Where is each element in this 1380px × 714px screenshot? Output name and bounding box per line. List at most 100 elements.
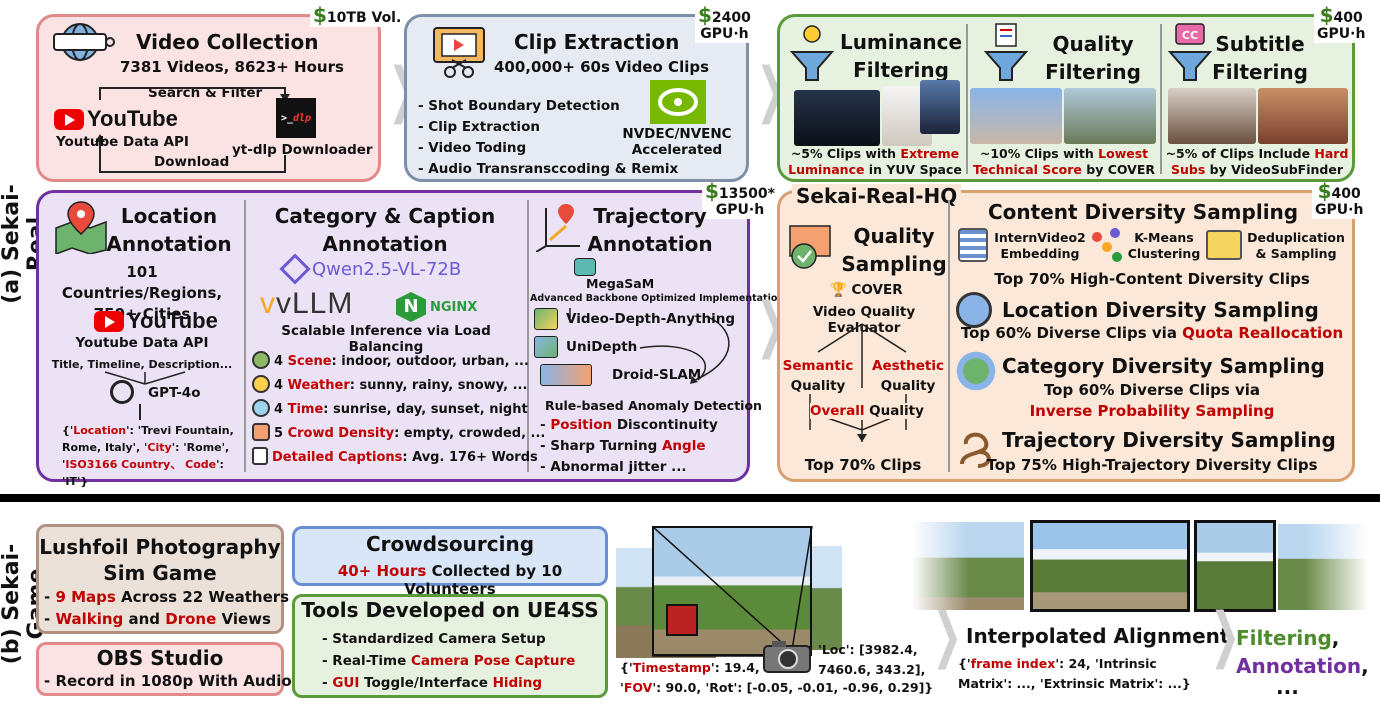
camera-data-left: {'Timestamp': 19.4, 'FOV': 90.0, 'Rot': … bbox=[620, 660, 934, 695]
camera-data-right: 'Loc': [3982.4,7460.6, 343.2], bbox=[818, 642, 926, 677]
model-unidepth: UniDepth bbox=[566, 339, 638, 355]
annotation-cost: $13500*GPU·h bbox=[702, 181, 778, 219]
divider bbox=[966, 24, 968, 174]
luminance-funnel-icon bbox=[789, 25, 835, 81]
backbone-label: Advanced Backbone Optimized Implementati… bbox=[530, 293, 785, 304]
subtitle-sample-image bbox=[1168, 88, 1256, 144]
overall-quality: Overall Quality bbox=[810, 403, 924, 419]
video-collection-cost: $10TB Vol. bbox=[310, 3, 405, 27]
megasam-label: MegaSaM bbox=[586, 276, 655, 291]
sekai-game-label: (b) Sekai-Game bbox=[0, 543, 49, 665]
list-item: 4 Scene: indoor, outdoor, urban, ... bbox=[252, 350, 545, 374]
clock-icon bbox=[252, 399, 270, 417]
list-item: - Walking and Drone Views bbox=[44, 610, 271, 628]
youtube-logo: YouTube bbox=[94, 308, 218, 334]
network-globe-icon bbox=[956, 292, 992, 328]
youtube-api-label: Youtube Data API bbox=[75, 335, 209, 351]
luminance-sample-image bbox=[920, 80, 960, 134]
list-item: - Audio Transransccoding & Remix bbox=[418, 161, 679, 177]
quality-sample-image bbox=[970, 88, 1062, 144]
vllm-logo: vvLLM bbox=[260, 287, 354, 320]
interpolated-frame bbox=[1194, 520, 1276, 612]
model-flow bbox=[569, 308, 730, 384]
sekai-real-label: (a) Sekai-Real bbox=[0, 184, 49, 304]
lushfoil-panel bbox=[36, 524, 284, 634]
nginx-logo: N NGINX bbox=[396, 292, 477, 322]
clip-extraction-title: Clip Extraction bbox=[514, 30, 680, 54]
interpolated-frame bbox=[912, 522, 1024, 610]
scene-icon bbox=[252, 351, 270, 369]
youtube-play-icon bbox=[94, 310, 124, 332]
list-item: 4 Weather: sunny, rainy, snowy, ... bbox=[252, 374, 545, 398]
divider bbox=[244, 200, 246, 472]
interpolated-alignment-title: Interpolated Alignment bbox=[966, 624, 1230, 648]
frustum-lines bbox=[652, 526, 813, 657]
model-droid-slam: Droid-SLAM bbox=[612, 367, 702, 383]
list-item: - Shot Boundary Detection bbox=[418, 98, 620, 114]
subtitle-funnel-icon: CC bbox=[1167, 23, 1213, 81]
globe-people-icon bbox=[954, 348, 998, 394]
list-item: - Real-Time Camera Pose Capture bbox=[322, 653, 576, 669]
svg-text:CC: CC bbox=[1182, 29, 1198, 42]
list-item: - 9 Maps Across 22 Weathers bbox=[44, 588, 290, 606]
list-item: Detailed Captions: Avg. 176+ Words bbox=[252, 446, 545, 470]
interpolated-frame bbox=[1030, 520, 1190, 612]
content-top: Top 70% High-Content Diversity Clips bbox=[994, 270, 1310, 288]
trophy-icon: 🏆 bbox=[830, 282, 847, 298]
ytdlp-label: yt-dlp Downloader bbox=[232, 142, 373, 158]
weather-icon bbox=[252, 375, 270, 393]
divider bbox=[948, 200, 950, 472]
model-icon bbox=[534, 336, 558, 358]
dedup-icon bbox=[1206, 230, 1242, 260]
youtube-logo: YouTube bbox=[54, 106, 178, 132]
divider bbox=[1160, 24, 1162, 174]
model-icon bbox=[540, 364, 592, 386]
obs-title: OBS Studio bbox=[96, 646, 224, 670]
youtube-play-icon bbox=[54, 108, 84, 130]
category-list: 4 Scene: indoor, outdoor, urban, ... 4 W… bbox=[252, 350, 545, 470]
caption-icon bbox=[252, 447, 268, 465]
video-collection-stats: 7381 Videos, 8623+ Hours bbox=[120, 58, 344, 76]
openai-icon bbox=[110, 380, 134, 404]
quality-sample-image bbox=[1064, 88, 1156, 144]
list-item: 5 Crowd Density: empty, crowded, ... bbox=[252, 422, 545, 446]
quality-funnel-icon bbox=[983, 23, 1029, 81]
gpt4o-label: GPT-4o bbox=[148, 385, 201, 401]
camera-icon bbox=[763, 641, 811, 673]
video-collection-title: Video Collection bbox=[136, 30, 319, 54]
annotation-panel bbox=[36, 190, 750, 482]
tools-title: Tools Developed on UE4SS bbox=[301, 598, 599, 622]
model-video-depth: Video-Depth-Anything bbox=[566, 311, 736, 327]
download-label: Download bbox=[154, 154, 230, 170]
qwen-icon bbox=[279, 253, 311, 285]
game-screenshot bbox=[812, 546, 842, 650]
divider bbox=[527, 200, 529, 472]
metadata-inputs: Title, Timeline, Description... bbox=[51, 358, 233, 371]
list-item: - Position Discontinuity bbox=[540, 417, 718, 433]
gui-overlay-icon bbox=[666, 604, 698, 636]
crowd-icon bbox=[252, 423, 270, 441]
hq-title: Sekai-Real-HQ bbox=[792, 184, 962, 208]
lushfoil-details: - 9 Maps Across 22 Weathers - Walking an… bbox=[44, 586, 289, 630]
trajectory-diversity-text: Top 75% High-Trajectory Diversity Clips bbox=[986, 456, 1318, 474]
section-separator bbox=[0, 494, 1380, 502]
qwen-logo: Qwen2.5-VL-72B bbox=[279, 253, 461, 285]
dollar-icon: $ bbox=[313, 3, 327, 27]
location-output: {'Location': 'Trevi Fountain, Rome, Ital… bbox=[62, 424, 234, 488]
